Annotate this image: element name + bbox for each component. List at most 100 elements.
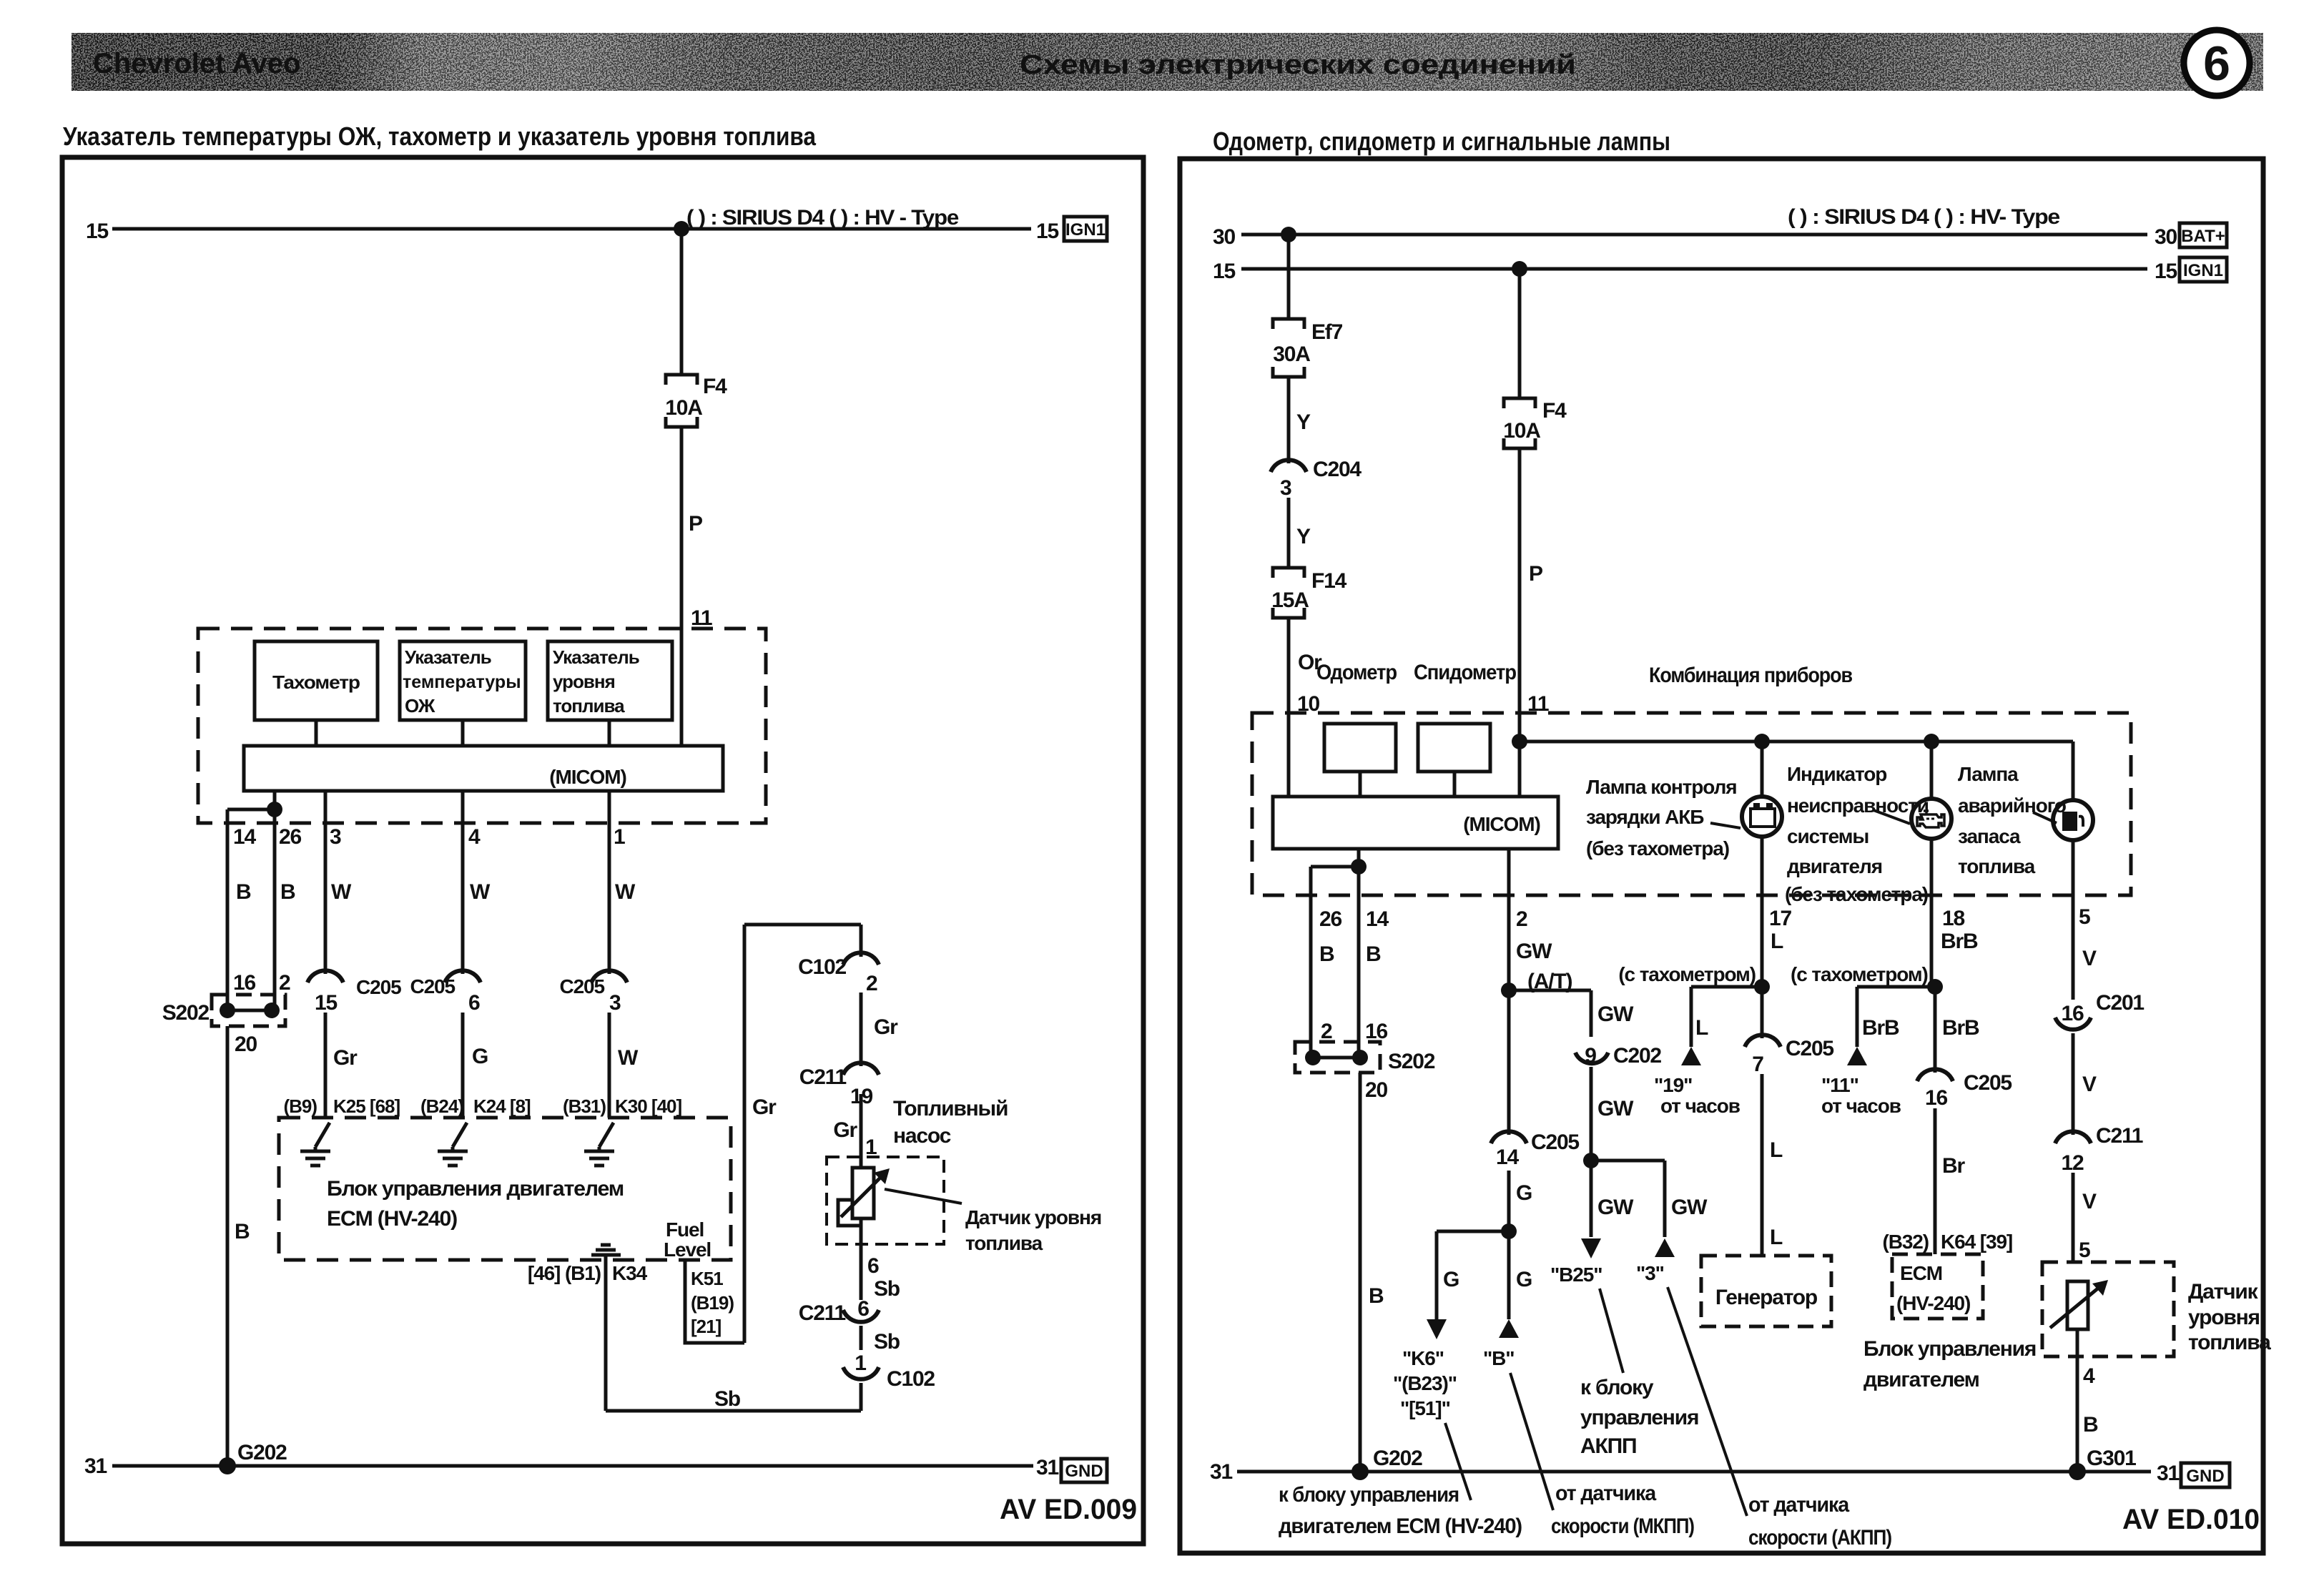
- svg-text:31: 31: [1036, 1456, 1058, 1479]
- svg-text:31: 31: [84, 1454, 107, 1478]
- svg-text:ECM: ECM: [1900, 1262, 1942, 1284]
- svg-text:C205: C205: [1964, 1071, 2012, 1095]
- svg-text:[46] (B1): [46] (B1): [528, 1262, 601, 1284]
- svg-text:30: 30: [1213, 225, 1235, 249]
- svg-text:F14: F14: [1311, 569, 1347, 593]
- svg-text:3: 3: [609, 991, 621, 1015]
- svg-text:от часов: от часов: [1821, 1095, 1901, 1117]
- svg-text:10A: 10A: [665, 396, 702, 420]
- svg-text:W: W: [618, 1046, 639, 1070]
- svg-text:W: W: [331, 880, 352, 904]
- svg-text:20: 20: [1365, 1078, 1387, 1102]
- svg-text:F4: F4: [703, 375, 727, 398]
- svg-text:14: 14: [233, 825, 256, 849]
- svg-text:IGN1: IGN1: [1065, 220, 1106, 240]
- svg-text:C204: C204: [1313, 458, 1362, 481]
- svg-text:W: W: [615, 880, 636, 904]
- svg-text:уровня: уровня: [553, 671, 615, 692]
- svg-text:(B32): (B32): [1882, 1231, 1929, 1253]
- svg-text:IGN1: IGN1: [2183, 261, 2223, 280]
- svg-text:15: 15: [2155, 260, 2177, 283]
- svg-text:ОЖ: ОЖ: [405, 695, 435, 716]
- svg-text:2: 2: [866, 972, 877, 995]
- svg-text:Y: Y: [1296, 525, 1311, 548]
- svg-text:Chevrolet Aveo: Chevrolet Aveo: [93, 48, 300, 79]
- svg-text:C205: C205: [1786, 1037, 1833, 1060]
- svg-text:K24 [8]: K24 [8]: [473, 1095, 531, 1117]
- svg-text:C211: C211: [2096, 1124, 2143, 1148]
- svg-text:Sb: Sb: [714, 1387, 741, 1411]
- svg-text:10A: 10A: [1503, 419, 1540, 443]
- svg-text:от датчика: от датчика: [1748, 1493, 1849, 1517]
- svg-text:S202: S202: [162, 1001, 210, 1025]
- svg-text:(без тахометра): (без тахометра): [1785, 883, 1928, 905]
- svg-text:GW: GW: [1597, 1097, 1634, 1120]
- svg-text:двигателем ECM (HV-240): двигателем ECM (HV-240): [1279, 1514, 1522, 1538]
- svg-text:K34: K34: [612, 1262, 648, 1284]
- svg-text:Индикатор: Индикатор: [1787, 763, 1886, 785]
- svg-text:17: 17: [1769, 907, 1791, 930]
- svg-text:Тахометр: Тахометр: [272, 671, 360, 693]
- svg-text:(с тахометром): (с тахометром): [1791, 963, 1928, 985]
- svg-text:GW: GW: [1597, 1196, 1634, 1219]
- svg-text:C205: C205: [559, 975, 604, 998]
- svg-text:управления: управления: [1580, 1406, 1698, 1429]
- svg-text:G202: G202: [237, 1441, 287, 1464]
- svg-text:26: 26: [279, 825, 301, 849]
- svg-text:Or: Or: [1298, 651, 1322, 674]
- svg-text:6: 6: [468, 991, 480, 1015]
- svg-text:K64 [39]: K64 [39]: [1941, 1231, 2012, 1253]
- svg-text:(MICOM): (MICOM): [1463, 813, 1540, 835]
- svg-text:Gr: Gr: [833, 1118, 857, 1142]
- svg-text:B: B: [280, 880, 295, 904]
- svg-text:B: B: [1319, 942, 1334, 966]
- svg-text:ECM (HV-240): ECM (HV-240): [327, 1207, 457, 1231]
- svg-text:7: 7: [1752, 1053, 1763, 1076]
- svg-text:Лампа: Лампа: [1958, 763, 2019, 785]
- svg-text:Лампа контроля: Лампа контроля: [1586, 776, 1737, 798]
- svg-text:16: 16: [233, 971, 255, 995]
- svg-text:B: B: [2083, 1413, 2098, 1437]
- svg-text:C205: C205: [410, 975, 455, 998]
- svg-text:системы: системы: [1787, 825, 1868, 847]
- svg-text:двигателя: двигателя: [1787, 855, 1882, 877]
- svg-text:C102: C102: [887, 1367, 935, 1391]
- svg-text:AV ED.010: AV ED.010: [2122, 1504, 2260, 1535]
- svg-text:20: 20: [235, 1033, 257, 1056]
- svg-text:Gr: Gr: [752, 1095, 777, 1119]
- svg-text:BAT+: BAT+: [2181, 227, 2225, 246]
- svg-text:скорости (МКПП): скорости (МКПП): [1551, 1514, 1694, 1538]
- svg-text:запаса: запаса: [1958, 825, 2021, 847]
- svg-text:Датчик: Датчик: [2188, 1280, 2259, 1304]
- svg-text:(MICOM): (MICOM): [549, 766, 626, 788]
- svg-text:G: G: [472, 1045, 488, 1068]
- svg-text:Блок управления двигателем: Блок управления двигателем: [327, 1177, 624, 1201]
- svg-text:Fuel: Fuel: [666, 1218, 704, 1241]
- svg-text:топлива: топлива: [2188, 1331, 2271, 1354]
- svg-text:(B24): (B24): [420, 1095, 463, 1117]
- svg-text:16: 16: [1365, 1020, 1387, 1043]
- svg-text:( ) : SIRIUS D4 ( ) : HV-: ( ) : SIRIUS D4 ( ) : HV- Type: [1788, 205, 2060, 229]
- svg-text:3: 3: [330, 825, 341, 849]
- svg-text:2: 2: [279, 971, 290, 995]
- svg-text:(B19): (B19): [691, 1292, 734, 1314]
- svg-text:Топливный: Топливный: [893, 1097, 1008, 1120]
- svg-text:(с тахометром): (с тахометром): [1618, 963, 1756, 985]
- svg-text:26: 26: [1319, 907, 1341, 931]
- svg-text:15: 15: [315, 991, 337, 1015]
- svg-text:Комбинация приборов: Комбинация приборов: [1649, 664, 1853, 687]
- svg-text:30A: 30A: [1273, 343, 1310, 366]
- svg-text:6: 6: [857, 1297, 869, 1321]
- svg-text:16: 16: [1925, 1086, 1947, 1110]
- svg-text:F4: F4: [1542, 399, 1567, 423]
- svg-text:Y: Y: [1296, 410, 1311, 434]
- svg-text:GW: GW: [1671, 1196, 1708, 1219]
- svg-text:9: 9: [1585, 1044, 1596, 1068]
- svg-text:C211: C211: [799, 1301, 846, 1325]
- svg-text:15A: 15A: [1271, 588, 1309, 612]
- svg-text:K51: K51: [691, 1268, 723, 1289]
- svg-text:"3": "3": [1636, 1262, 1664, 1284]
- svg-text:( ) : SIRIUS D4 ( ) : HV -: ( ) : SIRIUS D4 ( ) : HV - Type: [686, 206, 959, 230]
- svg-text:15: 15: [1036, 220, 1058, 243]
- svg-text:Указатель температуры ОЖ, тахо: Указатель температуры ОЖ, тахометр и ука…: [63, 122, 817, 151]
